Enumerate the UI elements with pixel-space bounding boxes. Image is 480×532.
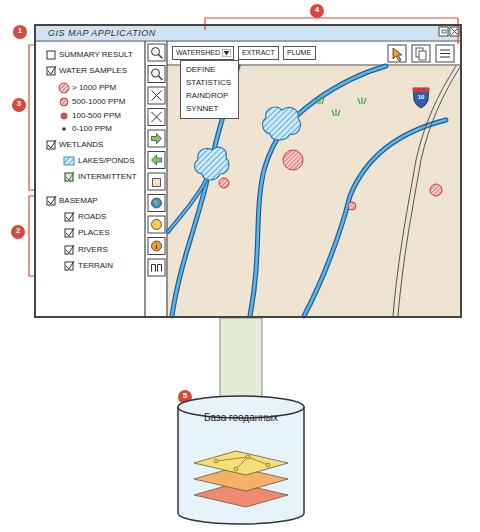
tool-button: EXTRACT (238, 46, 279, 60)
select-glyph (152, 220, 162, 230)
callout-number: 4 (310, 5, 324, 15)
layer-point (214, 459, 218, 463)
info-glyph (156, 243, 157, 249)
dropdown-arrow-box (222, 49, 231, 57)
layer-name: BASEMAP (59, 196, 98, 206)
node-text: EXTRACT (242, 48, 275, 58)
hand-glyph (153, 179, 161, 187)
layer-point (266, 463, 270, 467)
geodatabase-cylinder: База геоданных (176, 395, 306, 526)
layer-name: INTERMITTENT (78, 172, 137, 182)
dropdown-arrow-head (224, 51, 230, 56)
dropdown-menu: DEFINESTATISTICSRAINDROPSYNNET (180, 60, 239, 119)
tool-button (148, 173, 165, 190)
layer-panel-marks (47, 51, 74, 270)
tool-button (148, 66, 165, 83)
tool-button (148, 109, 165, 126)
tool-icons (148, 44, 165, 276)
node-text: PLUME (287, 48, 312, 58)
layer-name: WETLANDS (59, 140, 103, 150)
legend-class: 500-1000 PPM (72, 97, 125, 107)
legend-class: 0-100 PPM (72, 124, 112, 134)
callout-number: 5 (178, 391, 192, 401)
callout-number: 1 (13, 26, 27, 36)
node-text: SYNNET (186, 102, 232, 115)
tool-button: PLUME (283, 46, 316, 60)
layer-point (234, 467, 238, 471)
tool-button (148, 195, 165, 212)
layer-name: RIVERS (78, 245, 108, 255)
route-number: 10 (414, 93, 428, 101)
map-toolbar-icons (388, 45, 454, 62)
pillar-body (220, 318, 262, 407)
node-text: DEFINE (186, 63, 232, 76)
legend-class: > 1000 PPM (72, 83, 116, 93)
globe-glyph (152, 198, 162, 208)
node-text: RAINDROP (186, 89, 232, 102)
tool-button (148, 238, 165, 255)
window-frame (34, 24, 462, 318)
pillar-connector (220, 318, 262, 407)
zoom-glyph (152, 48, 160, 56)
globe-glyph (154, 200, 158, 205)
dropdown-box: WATERSHED (172, 46, 234, 60)
callout-number: 2 (11, 226, 25, 236)
tool-button (148, 44, 165, 61)
node-text: STATISTICS (186, 76, 232, 89)
layer-name: ROADS (78, 212, 106, 222)
cylinder-body (178, 407, 304, 524)
arrow-glyph (152, 155, 162, 165)
tool-button (148, 87, 165, 104)
layer-name: SUMMARY RESULT (59, 50, 133, 60)
extent-glyph (152, 112, 162, 122)
layer-point (246, 455, 250, 459)
node-text: WATERSHED (176, 48, 220, 58)
tool-button (148, 259, 165, 276)
dropdown-arrow (222, 49, 231, 57)
layer-name: TERRAIN (78, 261, 113, 271)
layer-name: PLACES (78, 228, 110, 238)
layer-lines (216, 457, 268, 469)
node-text: GIS MAP APPLICATION (48, 27, 156, 40)
layer-name: WATER SAMPLES (59, 66, 127, 76)
zoom-glyph (159, 76, 163, 80)
tool-button (148, 152, 165, 169)
zoom-glyph (159, 55, 163, 59)
tool-button (148, 130, 165, 147)
tool-button (148, 216, 165, 233)
arrow-glyph (152, 134, 162, 144)
data-layer (194, 451, 288, 475)
callout-number: 3 (12, 99, 26, 109)
layer-name: LAKES/PONDS (78, 156, 134, 166)
legend-class: 100-500 PPM (72, 111, 121, 121)
zoom-glyph (152, 69, 160, 77)
info-glyph (152, 241, 162, 251)
binocular-glyph (152, 265, 162, 272)
extent-glyph (152, 91, 162, 101)
node-text: База геоданных (176, 412, 306, 424)
